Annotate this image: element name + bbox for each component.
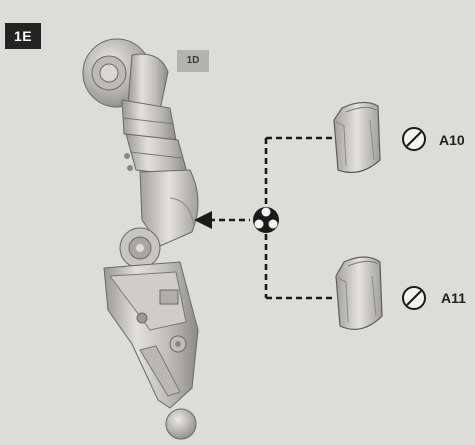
glue-icon xyxy=(403,287,425,309)
part-label-a11: A11 xyxy=(441,290,466,306)
part-label-a10: A10 xyxy=(439,132,465,148)
glue-icon xyxy=(403,128,425,150)
part-a11 xyxy=(336,257,382,329)
step-number-badge: 1E xyxy=(5,23,41,49)
assembly-choice-icon xyxy=(253,207,279,233)
part-a10 xyxy=(334,102,380,172)
reference-step-badge: 1D xyxy=(177,50,209,72)
arm-assembly xyxy=(83,39,198,439)
